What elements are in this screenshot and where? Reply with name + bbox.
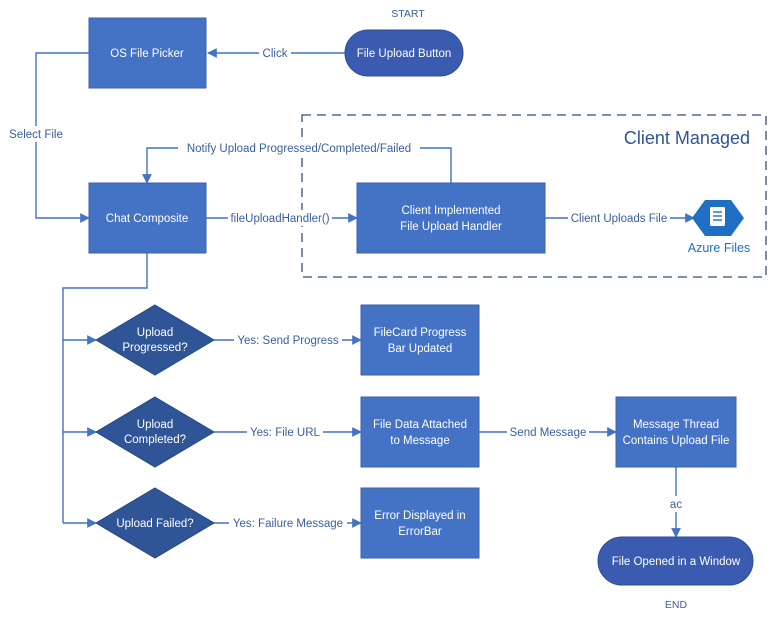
edge-notify: Notify Upload Progressed/Completed/Faile… — [142, 140, 452, 184]
end-marker: END — [665, 599, 688, 611]
edge-label-client-uploads: Client Uploads File — [571, 213, 668, 225]
edge-label-notify: Notify Upload Progressed/Completed/Faile… — [187, 143, 411, 155]
edge-yes-failure: Yes: Failure Message — [213, 515, 362, 531]
message-thread-node: Message Thread Contains Upload File — [615, 396, 737, 468]
edge-label-select-file: Select File — [9, 129, 63, 141]
chat-composite-node: Chat Composite — [88, 182, 207, 254]
svg-text:Upload: Upload — [137, 419, 173, 431]
edge-click: Click — [207, 45, 345, 61]
start-marker: START — [391, 8, 425, 20]
azure-files-node: Azure Files — [688, 200, 751, 255]
file-opened-node: File Opened in a Window — [597, 536, 754, 586]
upload-progressed-decision: Upload Progressed? — [95, 304, 215, 376]
edge-composite-to-decisions — [62, 253, 148, 528]
svg-text:File Data Attached: File Data Attached — [373, 419, 467, 431]
svg-text:OS File Picker: OS File Picker — [110, 48, 184, 60]
edge-send-message: Send Message — [479, 424, 617, 440]
upload-completed-decision: Upload Completed? — [95, 396, 215, 468]
svg-text:Bar Updated: Bar Updated — [388, 343, 453, 355]
edge-label-yes-failure: Yes: Failure Message — [233, 518, 343, 530]
filecard-progress-node: FileCard Progress Bar Updated — [360, 304, 480, 376]
client-handler-node: Client Implemented File Upload Handler — [356, 182, 546, 254]
client-managed-region: Client Managed — [301, 114, 767, 278]
edge-label-send-message: Send Message — [510, 427, 587, 439]
svg-text:Progressed?: Progressed? — [122, 342, 187, 354]
os-file-picker-node: OS File Picker — [88, 17, 207, 89]
file-data-attached-node: File Data Attached to Message — [360, 396, 480, 468]
svg-text:File Upload Handler: File Upload Handler — [400, 221, 502, 233]
svg-text:Chat Composite: Chat Composite — [106, 213, 188, 225]
svg-text:Error Displayed in: Error Displayed in — [374, 510, 465, 522]
svg-text:to Message: to Message — [390, 435, 449, 447]
svg-text:FileCard Progress: FileCard Progress — [374, 327, 467, 339]
svg-text:File Upload Button: File Upload Button — [357, 48, 452, 60]
error-displayed-node: Error Displayed in ErrorBar — [360, 487, 480, 559]
edge-label-yes-progress: Yes: Send Progress — [237, 335, 338, 347]
edge-label-ac: ac — [670, 499, 682, 511]
svg-text:ErrorBar: ErrorBar — [398, 526, 442, 538]
file-upload-button-node: File Upload Button — [344, 29, 464, 77]
svg-text:Upload: Upload — [137, 327, 173, 339]
svg-text:Message Thread: Message Thread — [633, 419, 719, 431]
edge-label-file-upload-handler: fileUploadHandler() — [230, 213, 329, 225]
edge-label-click: Click — [263, 48, 288, 60]
edge-label-yes-url: Yes: File URL — [250, 427, 320, 439]
edge-yes-send-progress: Yes: Send Progress — [213, 332, 362, 348]
svg-text:Contains Upload File: Contains Upload File — [623, 435, 730, 447]
azure-files-label: Azure Files — [688, 241, 751, 255]
azure-files-icon — [692, 200, 744, 236]
edge-file-upload-handler: fileUploadHandler() — [206, 210, 358, 226]
upload-failed-decision: Upload Failed? — [95, 487, 215, 559]
edge-ac: ac — [666, 467, 686, 538]
edge-select-file: Select File — [5, 52, 90, 223]
edge-client-uploads: Client Uploads File — [545, 210, 695, 226]
svg-text:File Opened in a Window: File Opened in a Window — [612, 556, 741, 568]
edge-yes-file-url: Yes: File URL — [213, 424, 362, 440]
svg-text:Upload Failed?: Upload Failed? — [116, 518, 193, 530]
client-managed-label: Client Managed — [624, 128, 750, 148]
svg-text:Completed?: Completed? — [124, 434, 186, 446]
svg-text:Client Implemented: Client Implemented — [401, 205, 500, 217]
